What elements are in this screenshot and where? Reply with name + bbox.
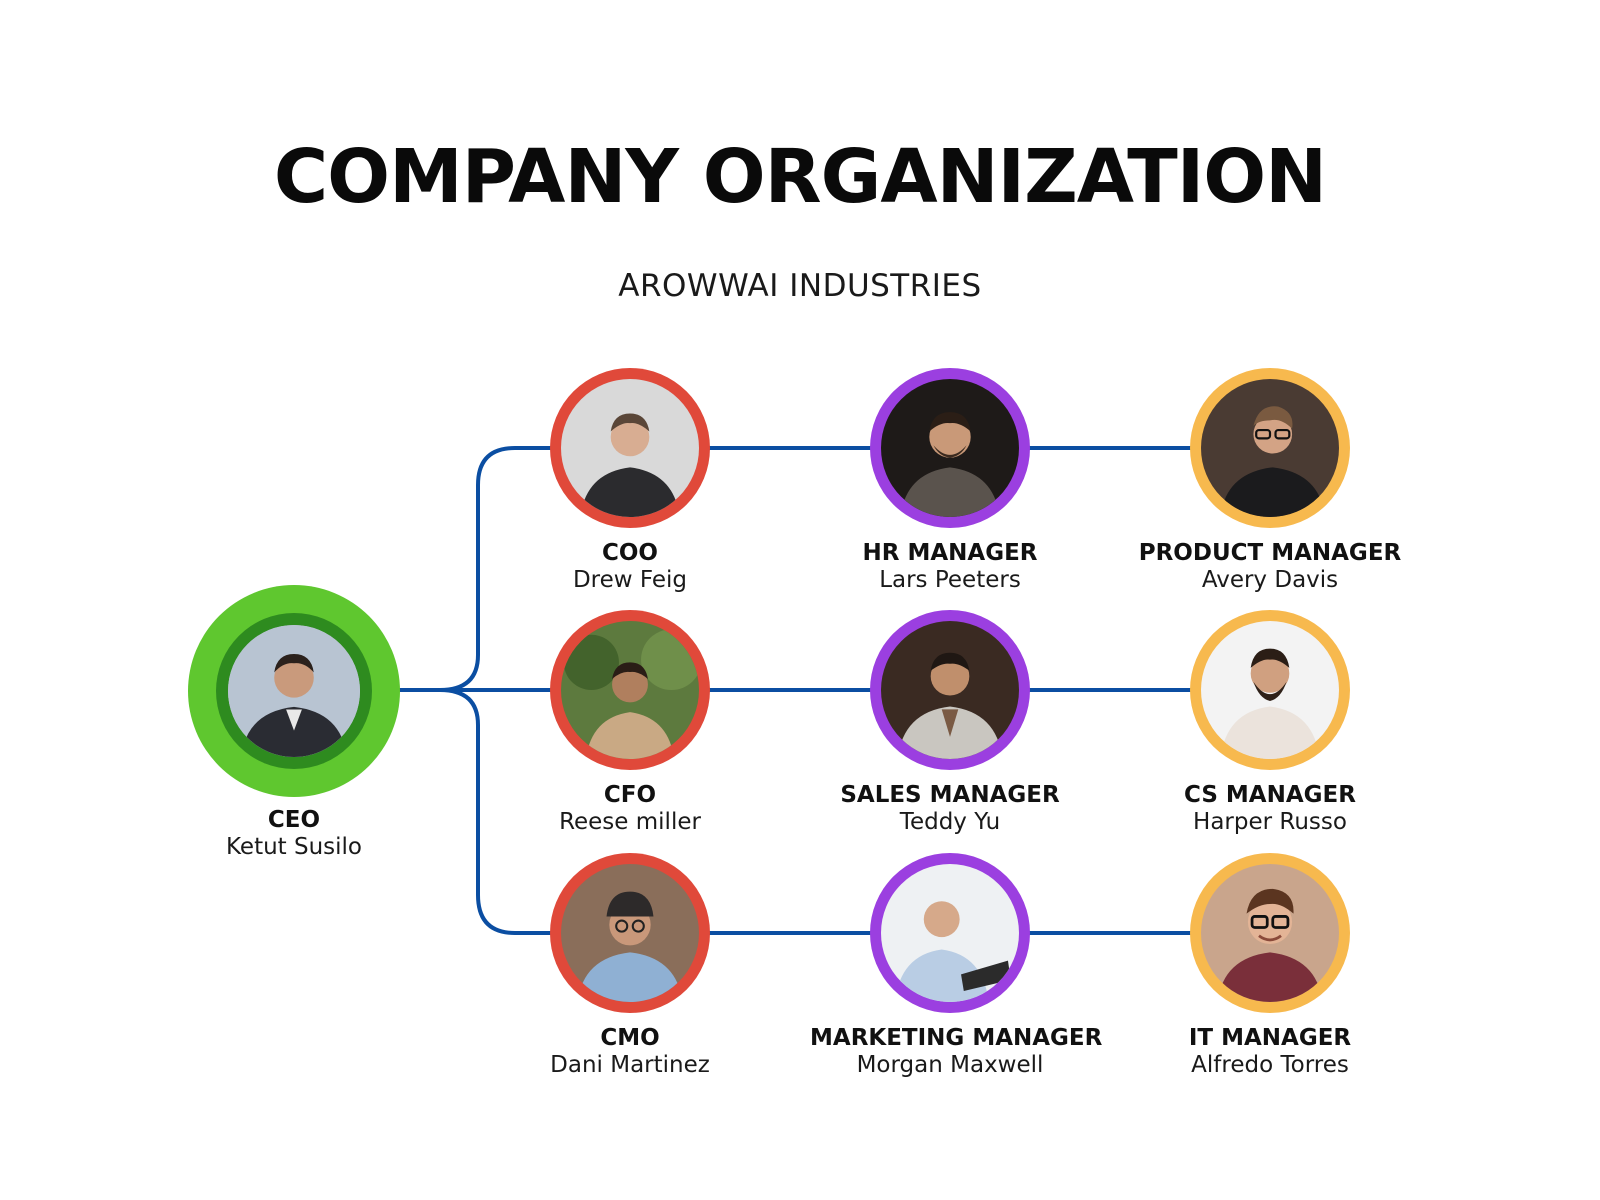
cfo-avatar [550,610,710,770]
cmo-avatar [550,853,710,1013]
hr-manager-avatar [870,368,1030,528]
org-node-ceo: CEO Ketut Susilo [154,585,434,861]
ceo-avatar [188,585,400,797]
right-manager-role: CS MANAGER [1184,782,1356,808]
person-photo-icon [1201,864,1339,1002]
chief-role: CFO [603,782,657,808]
person-photo-icon [881,379,1019,517]
chief-role: CMO [600,1025,660,1051]
right-manager-name: Alfredo Torres [1191,1052,1349,1078]
mid-manager-name: Teddy Yu [899,809,1001,835]
person-photo-icon [1201,621,1339,759]
org-node-coo: COO Drew Feig [490,368,770,594]
person-photo-icon [561,864,699,1002]
chief-name: Reese miller [559,809,701,835]
sales-manager-avatar [870,610,1030,770]
right-manager-role: PRODUCT MANAGER [1138,540,1402,566]
company-name: AROWWAI INDUSTRIES [618,268,982,304]
org-node-cs-manager: CS MANAGER Harper Russo [1130,610,1410,836]
page-title: COMPANY ORGANIZATION [273,134,1327,220]
it-manager-avatar [1190,853,1350,1013]
org-node-cfo: CFO Reese miller [490,610,770,836]
mid-manager-name: Morgan Maxwell [856,1052,1044,1078]
ceo-role: CEO [267,807,321,833]
right-manager-name: Harper Russo [1193,809,1347,835]
mid-manager-role: MARKETING MANAGER [810,1025,1103,1051]
mid-manager-name: Lars Peeters [879,567,1021,593]
chief-role: COO [602,540,658,566]
org-node-marketing-manager: MARKETING MANAGER Morgan Maxwell [810,853,1103,1079]
chief-name: Drew Feig [572,567,688,593]
org-node-hr-manager: HR MANAGER Lars Peeters [810,368,1090,594]
org-node-product-manager: PRODUCT MANAGER Avery Davis [1130,368,1410,594]
person-photo-icon [561,379,699,517]
right-manager-name: Avery Davis [1201,567,1339,593]
mid-manager-role: SALES MANAGER [840,782,1060,808]
right-manager-role: IT MANAGER [1188,1025,1352,1051]
connector-ceo-cmo [438,688,562,935]
mid-manager-role: HR MANAGER [862,540,1038,566]
person-photo-icon [881,864,1019,1002]
person-photo-icon [881,621,1019,759]
person-photo-icon [228,625,360,757]
product-manager-avatar [1190,368,1350,528]
marketing-manager-avatar [870,853,1030,1013]
cs-manager-avatar [1190,610,1350,770]
ceo-name: Ketut Susilo [225,834,363,860]
person-photo-icon [561,621,699,759]
org-node-cmo: CMO Dani Martinez [490,853,770,1079]
connector-ceo-coo [438,446,562,692]
org-node-sales-manager: SALES MANAGER Teddy Yu [810,610,1090,836]
person-photo-icon [1201,379,1339,517]
coo-avatar [550,368,710,528]
org-node-it-manager: IT MANAGER Alfredo Torres [1130,853,1410,1079]
chief-name: Dani Martinez [550,1052,710,1078]
